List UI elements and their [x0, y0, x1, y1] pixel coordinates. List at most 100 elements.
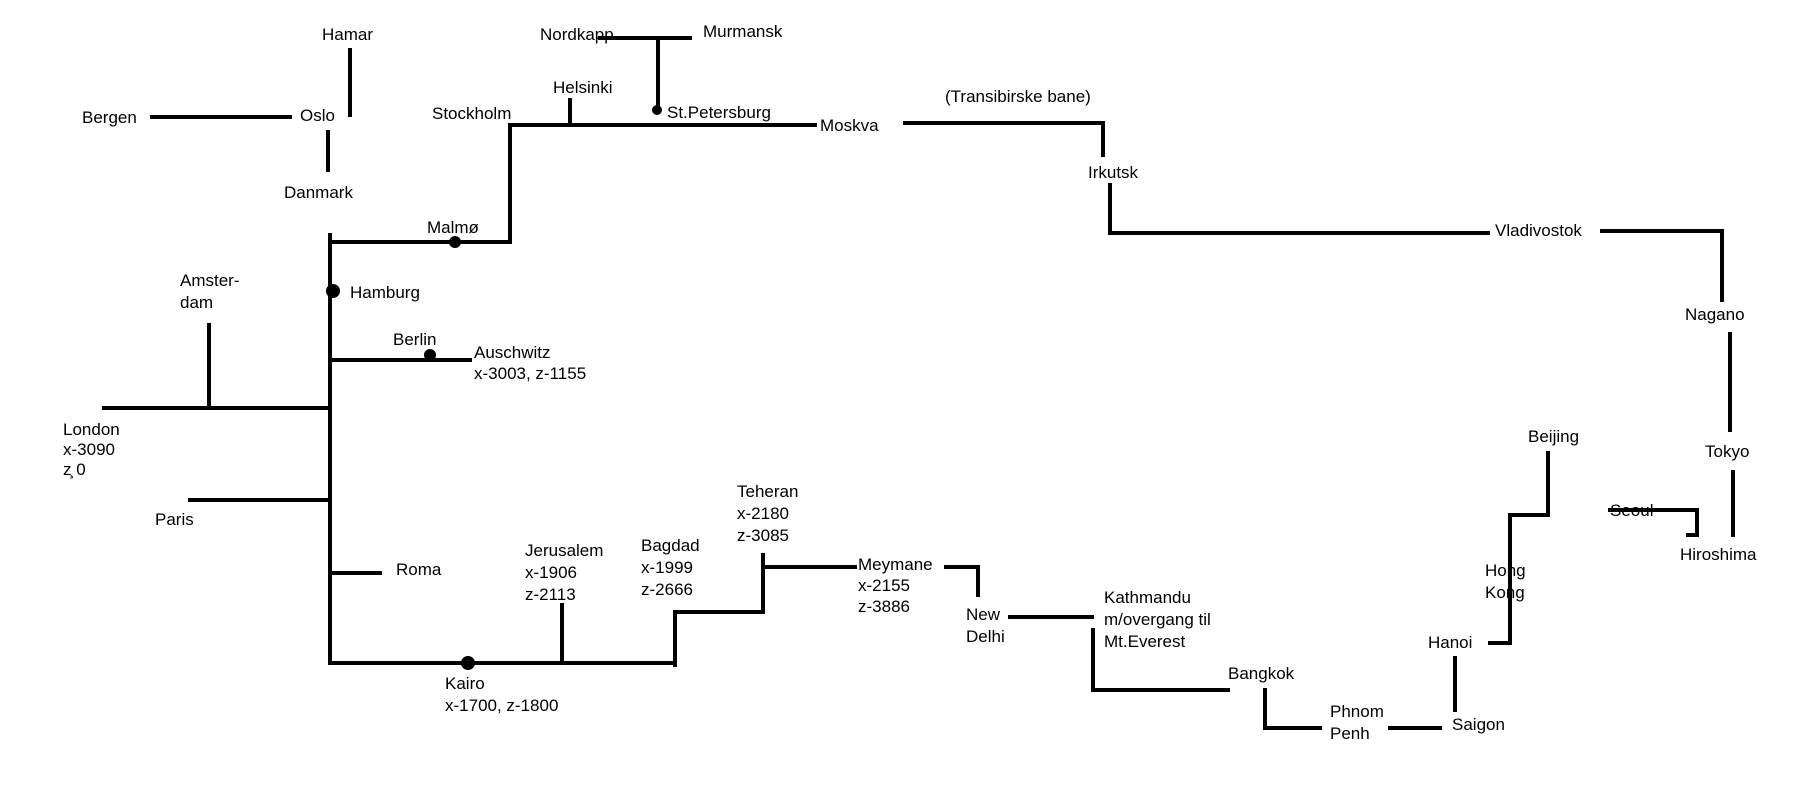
station-label-line: Moskva [820, 116, 879, 135]
station-label-line: z-3886 [858, 597, 910, 616]
station-label-line: Irkutsk [1088, 163, 1139, 182]
station-label-line: Mt.Everest [1104, 632, 1186, 651]
station-label-moskva: Moskva [820, 116, 879, 135]
station-dot [461, 656, 475, 670]
station-label-line: Beijing [1528, 427, 1579, 446]
station-label-line: Bagdad [641, 536, 700, 555]
station-label-line: z̧ 0 [63, 460, 86, 479]
station-dot [424, 349, 436, 361]
station-label-line: Phnom [1330, 702, 1384, 721]
station-label-line: Hiroshima [1680, 545, 1757, 564]
station-label-line: St.Petersburg [667, 103, 771, 122]
station-label-murmansk: Murmansk [703, 22, 783, 41]
station-label-tokyo: Tokyo [1705, 442, 1749, 461]
station-label-teheran: Teheran x-2180 z-3085 [737, 482, 798, 545]
station-label-malmo: Malmø [427, 218, 479, 237]
station-label-line: Kathmandu [1104, 588, 1191, 607]
station-label-saigon: Saigon [1452, 715, 1505, 734]
station-label-line: Nordkapp [540, 25, 614, 44]
station-label-line: x-2180 [737, 504, 789, 523]
station-label-hamar: Hamar [322, 25, 373, 44]
station-label-seoul: Seoul [1610, 501, 1653, 520]
station-label-line: Danmark [284, 183, 353, 202]
station-label-auschwitz: Auschwitz x-3003, z-1155 [474, 343, 586, 383]
station-label-line: Oslo [300, 106, 335, 125]
station-markers [326, 105, 662, 670]
station-label-line: x-2155 [858, 576, 910, 595]
station-label-line: Paris [155, 510, 194, 529]
station-label-hamburg: Hamburg [350, 283, 420, 302]
station-label-line: z-2666 [641, 580, 693, 599]
station-label-st-petersburg: St.Petersburg [667, 103, 771, 122]
station-label-beijing: Beijing [1528, 427, 1579, 446]
station-label-meymane: Meymane x-2155 z-3886 [858, 555, 933, 616]
station-label-amsterdam: Amster-dam [180, 271, 240, 312]
station-label-line: dam [180, 293, 213, 312]
station-label-oslo: Oslo [300, 106, 335, 125]
station-label-line: Penh [1330, 724, 1370, 743]
station-label-line: Bangkok [1228, 664, 1295, 683]
station-label-helsinki: Helsinki [553, 78, 613, 97]
station-label-line: z-2113 [525, 585, 576, 604]
rail-tracks [102, 36, 1735, 730]
station-label-paris: Paris [155, 510, 194, 529]
station-label-line: x-1999 [641, 558, 693, 577]
station-label-line: Kong [1485, 583, 1525, 602]
station-dot [326, 284, 340, 298]
station-dot [652, 105, 662, 115]
station-label-line: Roma [396, 560, 442, 579]
station-label-berlin: Berlin [393, 330, 436, 349]
station-label-line: x-1906 [525, 563, 577, 582]
station-label-stockholm: Stockholm [432, 104, 511, 123]
station-label-line: Hanoi [1428, 633, 1472, 652]
station-label-line: New [966, 605, 1001, 624]
station-label-danmark: Danmark [284, 183, 353, 202]
station-label-line: London [63, 420, 120, 439]
station-label-line: x-3090 [63, 440, 115, 459]
station-label-line: Hamar [322, 25, 373, 44]
station-label-line: x-1700, z-1800 [445, 696, 558, 715]
station-label-bergen: Bergen [82, 108, 137, 127]
station-label-nordkapp: Nordkapp [540, 25, 614, 44]
station-label-line: Helsinki [553, 78, 613, 97]
station-label-line: Hamburg [350, 283, 420, 302]
station-label-line: Saigon [1452, 715, 1505, 734]
station-label-line: Jerusalem [525, 541, 603, 560]
station-label-bagdad: Bagdad x-1999 z-2666 [641, 536, 700, 599]
station-label-line: Amster- [180, 271, 240, 290]
station-label-jerusalem: Jerusalem x-1906 z-2113 [525, 541, 603, 604]
station-label-line: Malmø [427, 218, 479, 237]
station-label-line: Tokyo [1705, 442, 1749, 461]
station-label-hiroshima: Hiroshima [1680, 545, 1757, 564]
station-dot [449, 236, 461, 248]
station-label-line: m/overgang til [1104, 610, 1211, 629]
station-label-nagano: Nagano [1685, 305, 1745, 324]
station-label-line: Murmansk [703, 22, 783, 41]
station-label-line: Meymane [858, 555, 933, 574]
station-label-irkutsk: Irkutsk [1088, 163, 1139, 182]
station-label-line: Nagano [1685, 305, 1745, 324]
station-label-line: Seoul [1610, 501, 1653, 520]
station-label-hanoi: Hanoi [1428, 633, 1472, 652]
station-label-line: x-3003, z-1155 [474, 364, 586, 383]
station-label-line: Teheran [737, 482, 798, 501]
station-label-line: Vladivostok [1495, 221, 1582, 240]
station-label-line: Auschwitz [474, 343, 551, 362]
transsiberian-annotation: (Transibirske bane) [945, 87, 1091, 106]
station-label-line: z-3085 [737, 526, 789, 545]
station-label-vladivostok: Vladivostok [1495, 221, 1582, 240]
station-label-line: Berlin [393, 330, 436, 349]
station-label-line: Bergen [82, 108, 137, 127]
station-label-bangkok: Bangkok [1228, 664, 1295, 683]
station-label-line: Stockholm [432, 104, 511, 123]
station-label-line: Delhi [966, 627, 1005, 646]
station-label-line: Hong [1485, 561, 1526, 580]
